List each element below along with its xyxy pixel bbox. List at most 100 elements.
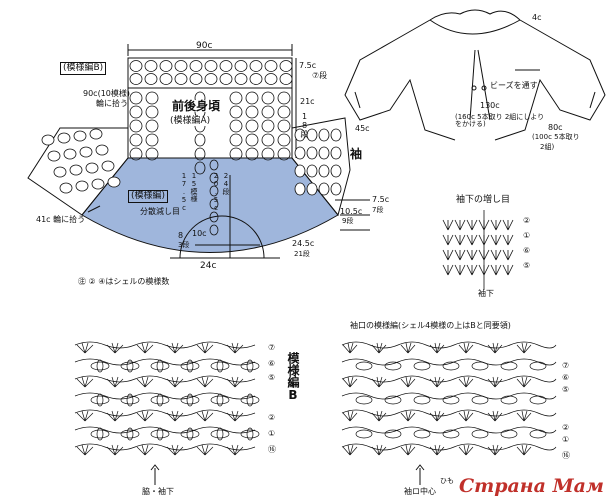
cuff-butterfly-stitch xyxy=(471,429,489,439)
sleeve-label: 袖 xyxy=(350,147,363,161)
front-back-title: 前後身頃 xyxy=(172,99,221,113)
right-sleeve-shell xyxy=(318,164,330,178)
butterfly-stitch xyxy=(156,427,164,441)
dim-105c: 10.5c xyxy=(340,207,363,216)
pb-row-2: ② xyxy=(268,413,276,422)
left-sleeve-shell xyxy=(63,148,77,160)
cuff-shell-stitch xyxy=(429,444,445,456)
butterfly-stitch xyxy=(90,395,110,405)
butterfly-stitch xyxy=(246,427,254,441)
fan-stitch xyxy=(466,219,478,231)
butterfly-stitch xyxy=(240,395,260,405)
front-back-sub: (模様編A) xyxy=(170,116,211,126)
left-sleeve-shell xyxy=(95,144,109,156)
cuff-butterfly-stitch xyxy=(529,395,547,405)
cuff-shell-stitch xyxy=(371,342,387,354)
shell-stitch xyxy=(166,376,184,388)
butterfly-stitch xyxy=(246,393,254,407)
right-sleeve-shell xyxy=(318,128,330,142)
cuff-butterfly-stitch xyxy=(442,429,460,439)
butterfly-stitch xyxy=(210,429,230,439)
cuff-butterfly-stitch xyxy=(355,429,373,439)
center-shell xyxy=(194,133,206,147)
cuff-butterfly-stitch xyxy=(413,395,431,405)
yoke-shell xyxy=(189,73,203,85)
center-shell xyxy=(194,161,206,175)
fan-stitch xyxy=(442,264,454,276)
decrease-note: 分散減し目 xyxy=(140,207,180,216)
left-sleeve-shell xyxy=(47,150,61,162)
right-sleeve-shell xyxy=(318,182,330,196)
yoke-shell xyxy=(129,60,143,72)
shell-count-note: ㊟ ② ④はシェルの模様数 xyxy=(78,277,170,286)
cuff-shell-stitch xyxy=(400,410,416,422)
left-sleeve-shell xyxy=(79,146,93,158)
body-shell xyxy=(277,91,291,105)
shell-stitch xyxy=(226,376,244,388)
cuff-shell-stitch xyxy=(516,342,532,354)
body-shell xyxy=(245,133,259,147)
yoke-shell xyxy=(144,60,158,72)
dim-75c: 7.5c xyxy=(372,195,390,204)
cuff-row-5: ⑤ xyxy=(562,385,570,394)
body-shell-circles xyxy=(129,91,291,236)
dim-15: 15模様 xyxy=(190,172,198,202)
pattern-b-title: 模様編B xyxy=(286,352,300,402)
increase-row-6: ⑥ xyxy=(523,246,531,255)
shell-stitch xyxy=(196,410,214,422)
yoke-shell xyxy=(279,60,293,72)
armhole-pickup: 41c 輪に拾う xyxy=(36,215,86,224)
shell-stitch xyxy=(166,444,184,456)
shell-stitch xyxy=(196,342,214,354)
yoke-shell xyxy=(264,73,278,85)
shell-stitch xyxy=(196,376,214,388)
cuff-shell-stitch xyxy=(458,444,474,456)
shell-stitch xyxy=(76,342,94,354)
lower-pattern-label: (模様編) xyxy=(128,190,169,203)
body-height-cm: 21c xyxy=(300,97,315,106)
cuff-shell-stitch xyxy=(487,342,503,354)
dim-24: 24段 xyxy=(222,172,230,195)
yoke-shell xyxy=(174,60,188,72)
center-shell xyxy=(209,211,219,223)
butterfly-stitch xyxy=(180,361,200,371)
butterfly-stitch xyxy=(216,359,224,373)
fan-stitch xyxy=(454,234,466,246)
dim-205: 20.5c xyxy=(212,172,220,212)
fan-stitch xyxy=(466,264,478,276)
right-sleeve-shell xyxy=(294,146,306,160)
cuff-butterfly-stitch xyxy=(384,395,402,405)
right-sleeve-shell xyxy=(318,146,330,160)
chain-row xyxy=(74,409,256,417)
fan-stitch xyxy=(502,264,514,276)
yoke-shell xyxy=(159,60,173,72)
butterfly-stitch xyxy=(186,393,194,407)
neck-pickup-note: 輪に拾う xyxy=(96,99,128,108)
shell-stitch xyxy=(196,444,214,456)
cuff-butterfly-stitch xyxy=(384,429,402,439)
collar-width: 4c xyxy=(532,13,542,22)
cuff-shell-stitch xyxy=(516,410,532,422)
body-shell xyxy=(245,91,259,105)
cuff-shell-stitch xyxy=(400,444,416,456)
fan-stitch xyxy=(490,219,502,231)
body-shell xyxy=(129,105,143,119)
left-sleeve-shell xyxy=(53,166,67,178)
cuff-shell-stitch xyxy=(371,410,387,422)
butterfly-stitch xyxy=(120,361,140,371)
center-shell xyxy=(209,198,219,210)
left-sleeve-shell xyxy=(89,128,103,140)
body-shell xyxy=(145,147,159,161)
body-shell xyxy=(229,147,243,161)
cuff-butterfly-stitch xyxy=(529,429,547,439)
body-shell xyxy=(129,133,143,147)
yoke-shell-circles xyxy=(129,60,293,85)
yoke-shell xyxy=(129,73,143,85)
yoke-shell xyxy=(159,73,173,85)
body-shell xyxy=(129,91,143,105)
cuff-butterfly-stitch xyxy=(384,361,402,371)
pb-bottom-label: 脇・袖下 xyxy=(142,487,174,496)
yoke-pattern-label: (模様編B) xyxy=(60,62,107,75)
pattern-b-chart xyxy=(74,341,260,456)
fan-stitch xyxy=(502,249,514,261)
